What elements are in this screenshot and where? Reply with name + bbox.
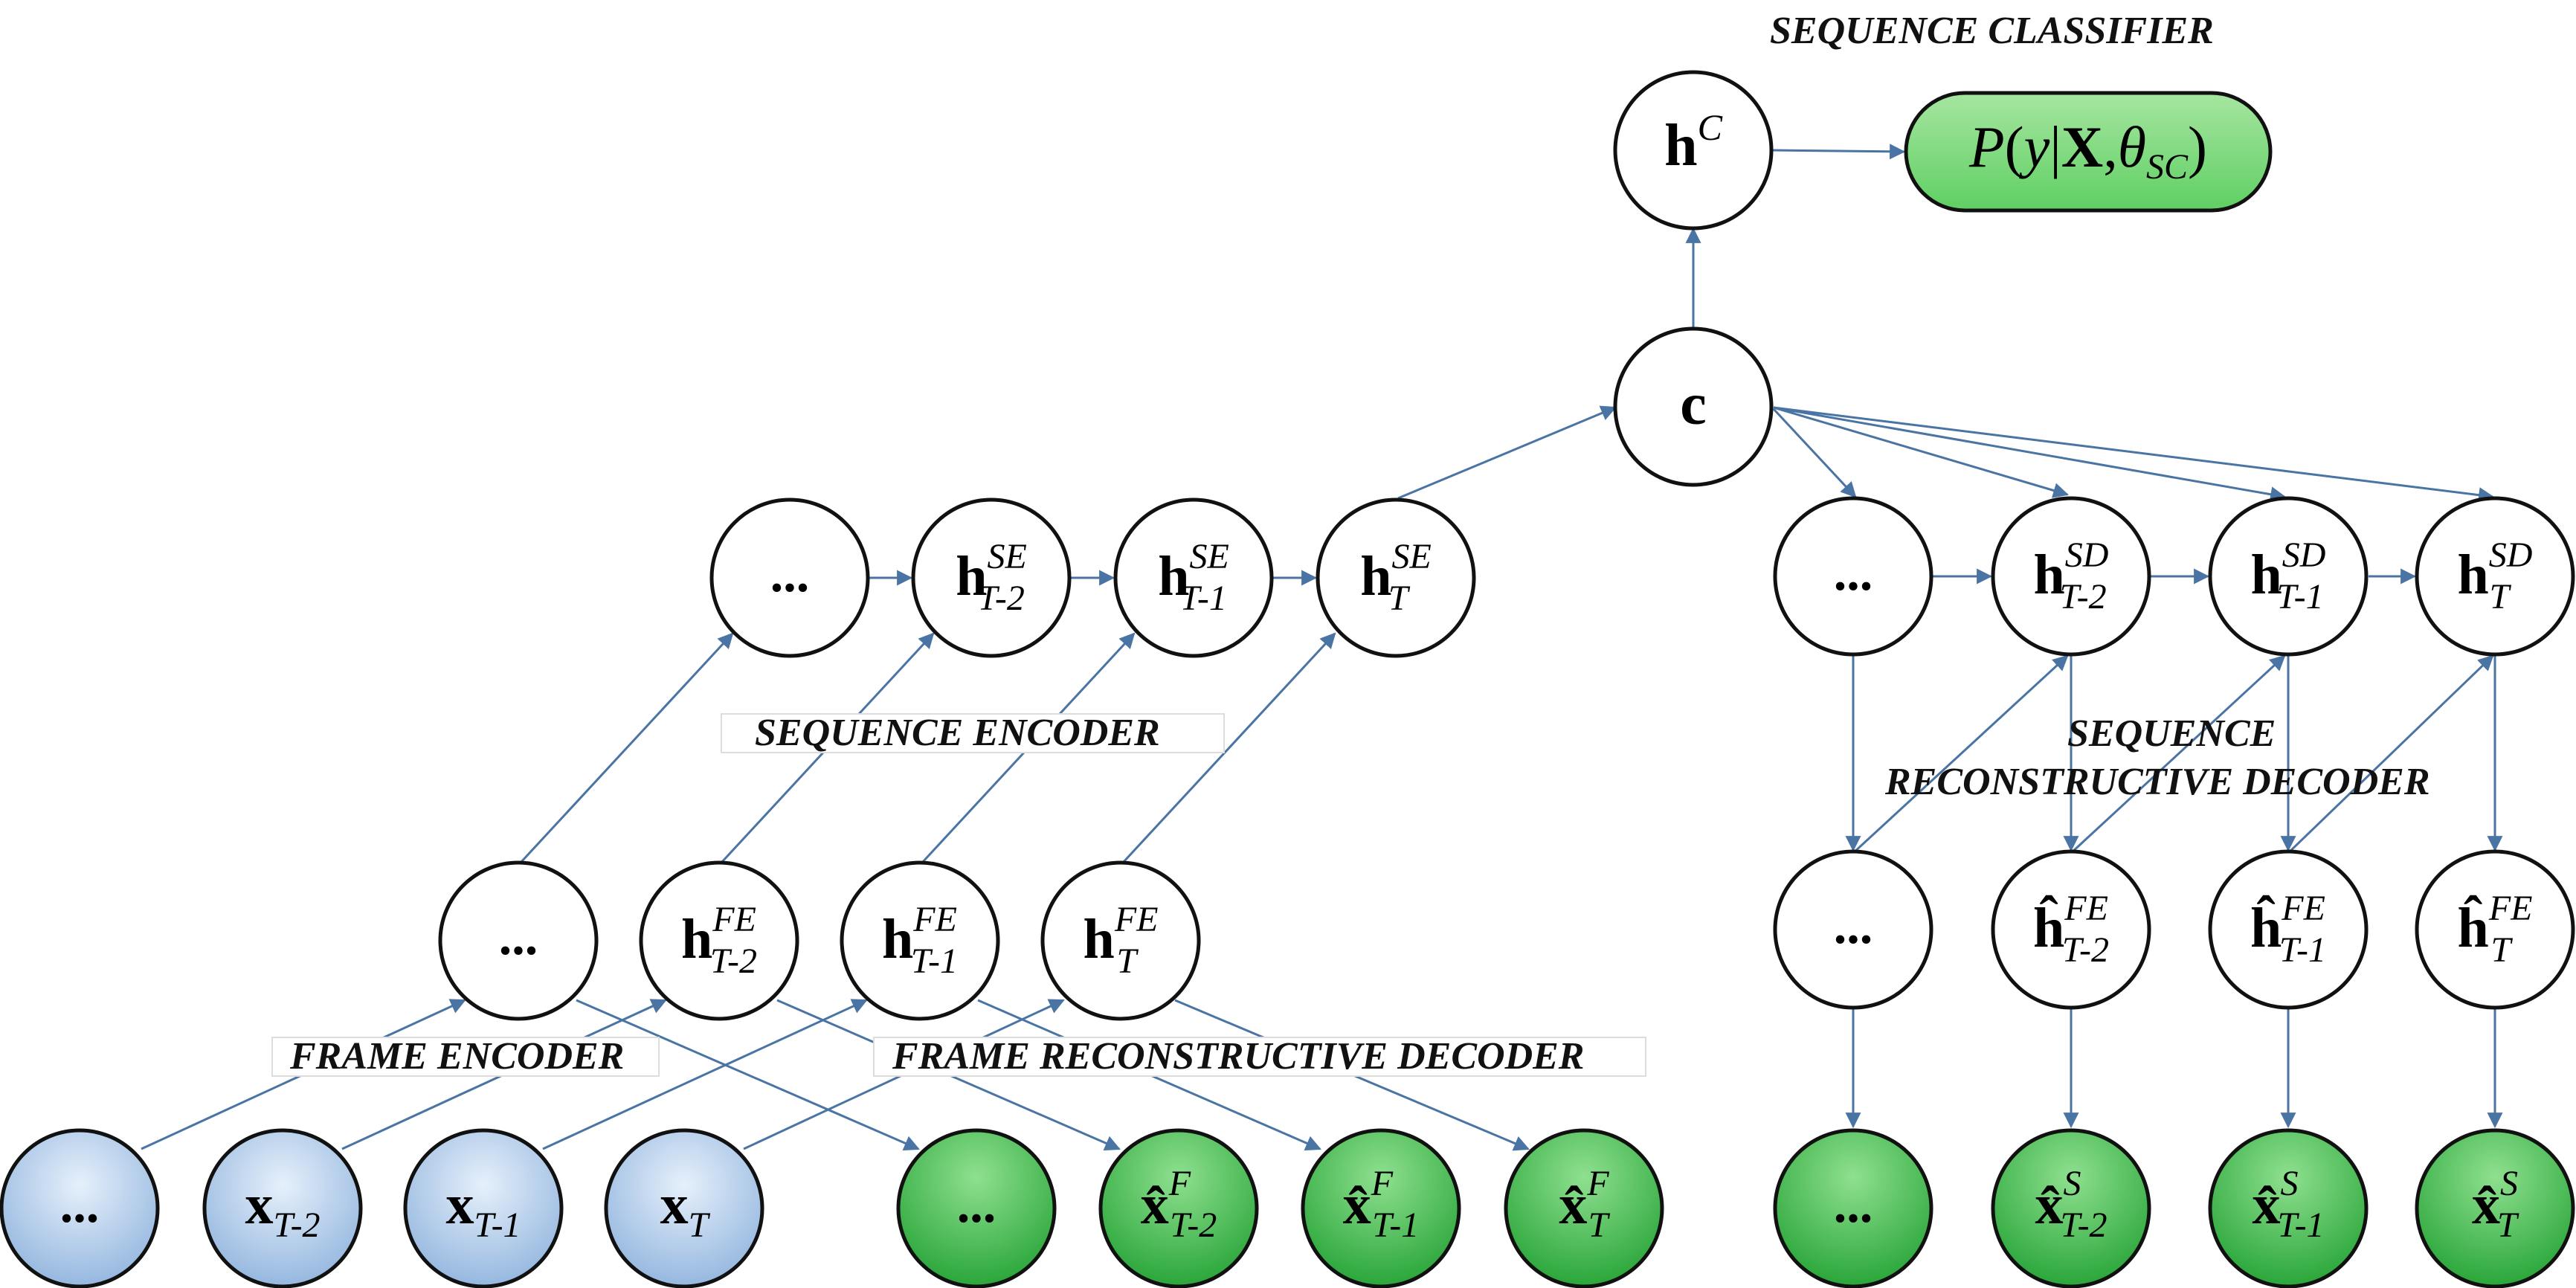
node-se-ellipsis [709,498,870,658]
node-xs-ellipsis [1773,1128,1933,1288]
label-sequence-classifier: SEQUENCE CLASSIFIER [1770,10,2214,52]
label-sequence-reconstructive-decoder-line1: SEQUENCE [2067,712,2276,755]
fe-ellipsis-text: ... [499,909,538,966]
label-sequence-reconstructive-decoder-line2: RECONSTRUCTIVE DECODER [1884,761,2430,803]
xf-ellipsis-text: ... [957,1176,996,1234]
label-sequence-encoder: SEQUENCE ENCODER [755,712,1160,754]
node-sd-t2 [1991,496,2151,657]
edge-fe-ellipsis-to-se-ellipsis [519,632,734,864]
node-se-t1 [1113,498,1274,658]
hc-text: hC [1664,106,1723,178]
sd-ellipsis-text: ... [1834,544,1873,602]
se-ellipsis-text: ... [770,546,810,603]
edge-se-t-to-c [1397,405,1617,500]
node-sdfe-t2 [1991,849,2151,1010]
x-t-text: xT [660,1173,711,1245]
section-labels: SEQUENCE CLASSIFIER SEQUENCE ENCODER FRA… [271,10,2430,1078]
edge-x-t1-to-fe-t1 [542,999,868,1150]
edge-fe-t-to-se-t [1121,632,1336,864]
output-text: P(y|X,θSC) [1968,115,2207,187]
label-frame-encoder: FRAME ENCODER [289,1035,624,1078]
node-fe-ellipsis [438,860,599,1021]
edge-c-to-sd-t2 [1773,406,2070,498]
label-frame-reconstructive-decoder: FRAME RECONSTRUCTIVE DECODER [892,1035,1585,1078]
node-x-ellipsis [0,1128,160,1288]
node-xf-ellipsis [896,1128,1057,1288]
node-xf-t2 [1098,1128,1259,1288]
node-sdfe-t1 [2208,849,2369,1010]
node-hc [1613,70,1774,231]
x-ellipsis-text: ... [60,1176,100,1234]
edge-fe-ellipsis-to-xf-ellipsis [576,999,920,1151]
node-fe-t [1040,860,1201,1021]
node-fe-t2 [639,860,799,1021]
node-sd-t1 [2208,496,2369,657]
x-t1-text: xT-1 [445,1173,521,1245]
node-xs-t2 [1991,1128,2151,1288]
node-x-t [604,1128,764,1288]
node-c [1613,326,1774,487]
edge-c-to-sd-t1 [1773,406,2287,503]
node-xs-t1 [2208,1128,2369,1288]
node-x-t1 [403,1128,564,1288]
sdfe-ellipsis-text: ... [1834,898,1873,955]
node-sdfe-ellipsis [1773,849,1933,1010]
node-sd-t [2415,496,2575,657]
node-sdfe-t [2415,849,2575,1010]
x-t2-text: xT-2 [245,1173,320,1245]
xs-ellipsis-text: ... [1834,1176,1873,1234]
node-se-t [1316,498,1476,658]
edge-sdfe-t2-to-sd-t1 [2070,654,2286,854]
node-sd-ellipsis [1773,496,1933,657]
edge-sdfe-ellipsis-to-sd-t2 [1852,654,2069,854]
node-xs-t [2415,1128,2575,1288]
edge-c-to-sd-t [1773,406,2495,503]
node-xf-t [1504,1128,1664,1288]
node-fe-t1 [840,860,1000,1021]
edge-hc-to-output [1771,144,1906,160]
node-output [1904,91,2273,213]
node-se-t2 [911,498,1072,658]
node-x-t2 [202,1128,363,1288]
c-text: c [1680,372,1707,437]
edge-c-to-sd-ellipsis [1772,408,1857,498]
edges [141,144,2503,1151]
node-xf-t1 [1301,1128,1461,1288]
edge-sdfe-t1-to-sd-t [2287,654,2494,854]
